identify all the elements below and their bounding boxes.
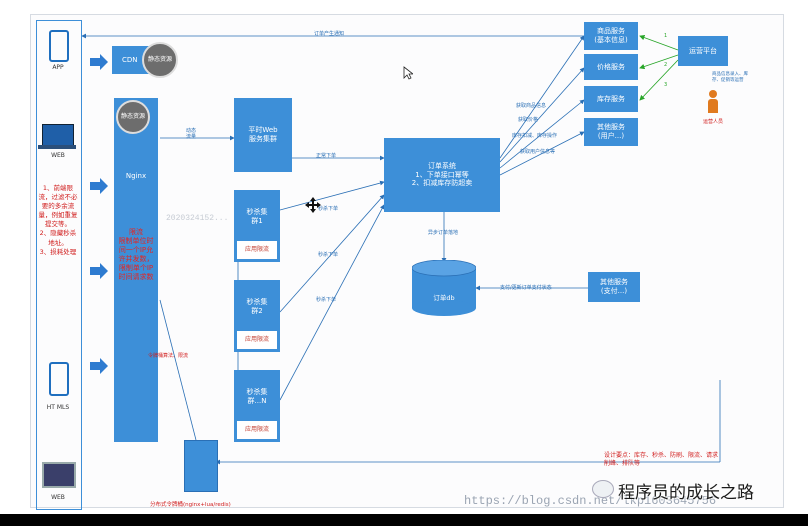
nginx-static-label: 静态资源 <box>121 113 146 121</box>
seckill-label-2: 秒杀集群2 <box>246 298 268 315</box>
arrow-head-icon <box>100 358 108 374</box>
service-other-user: 其他服务 (用户...) <box>584 118 638 146</box>
seckill-limit-n: 应用限流 <box>236 420 278 440</box>
order-system-title: 订单系统 <box>428 161 456 170</box>
nginx-static-circle: 静态资源 <box>116 100 150 134</box>
phone-icon-2 <box>49 362 69 396</box>
order-db-label: 订单db <box>433 294 455 302</box>
arrow-head-icon <box>100 178 108 194</box>
order-system-line1: 1、下单接口幂等 <box>415 170 469 179</box>
ops-note: 商品信息录入、库存、促销等运营 <box>712 72 748 83</box>
ops-platform-box: 运营平台 <box>678 36 728 66</box>
flow-label: 动态流量 <box>186 128 197 140</box>
client-notes: 1、前端限流，过滤不必要的多余流量，例如重复提交等。 2、隐藏秒杀地址。 3、损… <box>38 184 78 256</box>
nginx-box: Nginx <box>114 98 158 442</box>
client-web-label: WEB <box>51 152 65 159</box>
edge-label-seckill-2: 秒杀下单 <box>318 252 339 258</box>
service-goods: 商品服务 (基本信息) <box>584 22 638 50</box>
move-cursor-icon <box>305 197 321 213</box>
web-cluster-label: 平时Web服务集群 <box>248 126 278 143</box>
seckill-label-1: 秒杀集群1 <box>246 208 268 225</box>
person-icon <box>708 90 718 114</box>
ops-person-label: 运营人员 <box>703 119 724 125</box>
watermark-url: https://blog.csdn.net/lkp1603645756 <box>464 494 717 508</box>
edge-num-3: 3 <box>664 82 668 88</box>
service-stock: 库存服务 <box>584 86 638 112</box>
edge-label-async-order: 异步订单落地 <box>428 230 459 236</box>
mq-label: 分布式令牌桶(nginx+lua/redis) <box>150 502 231 508</box>
brand-logo-icon <box>592 480 614 498</box>
arrow-head-icon <box>100 263 108 279</box>
client-html-label: HT MLS <box>46 404 70 411</box>
web-cluster-box: 平时Web服务集群 <box>234 98 292 172</box>
client-app-label: APP <box>52 64 64 71</box>
cdn-label: CDN <box>122 55 138 64</box>
edge-label-seckill-3: 秒杀下单 <box>316 297 337 303</box>
bottom-note: 设计要点：库存、秒杀、防刷、限流、请求削峰、排队等 <box>604 452 719 468</box>
watermark-mid: 2020324152... <box>166 214 229 223</box>
arrow-right-icon <box>90 362 100 370</box>
laptop-base <box>38 145 76 149</box>
clients-panel <box>36 20 82 510</box>
cdn-static-circle: 静态资源 <box>142 42 178 78</box>
nginx-label: Nginx <box>125 172 147 180</box>
phone-icon <box>49 30 69 62</box>
laptop-icon <box>42 124 74 146</box>
edge-label-get-price: 获取价格 <box>518 117 539 123</box>
edge-num-2: 2 <box>664 62 668 68</box>
order-system-line2: 2、扣减库存防超卖 <box>411 179 473 188</box>
edge-num-1: 1 <box>664 33 668 39</box>
mq-box <box>184 440 218 492</box>
edge-label-get-user: 获取用户信息等 <box>520 149 556 155</box>
brand-label: 程序员的成长之路 <box>618 483 754 503</box>
arrow-right-icon <box>90 58 100 66</box>
arrow-head-icon <box>100 54 108 70</box>
nginx-note: 限流 限制单位时间一个IP允许并发数，限制单个IP时间请求数 <box>118 228 154 282</box>
edge-label-pay: 支付/更新订单支付状态 <box>500 285 552 291</box>
order-db-cylinder <box>412 260 476 316</box>
arrow-right-icon <box>90 267 100 275</box>
edge-label-get-goods: 获取商品信息 <box>516 103 547 109</box>
edge-label-top-sync: 订单产生通知 <box>314 31 345 37</box>
service-price: 价格服务 <box>584 54 638 80</box>
cdn-static-label: 静态资源 <box>147 56 172 64</box>
seckill-label-n: 秒杀集群...N <box>246 388 268 405</box>
client-web2-label: WEB <box>51 494 65 501</box>
monitor-icon <box>42 462 76 488</box>
bottom-bar <box>0 514 808 526</box>
edge-label-normal-order: 正常下单 <box>316 153 337 159</box>
edge-label-mq-algo: 令牌桶算法、限流 <box>148 353 189 359</box>
mouse-pointer-icon <box>403 66 413 80</box>
service-other-pay: 其他服务 (支付...) <box>588 272 640 302</box>
seckill-limit-2: 应用限流 <box>236 330 278 350</box>
edge-label-seckill-1: 秒杀下单 <box>318 206 339 212</box>
edge-label-stock-ops: 库存扣减、库存操作 <box>512 133 558 139</box>
seckill-limit-1: 应用限流 <box>236 240 278 260</box>
arrow-right-icon <box>90 182 100 190</box>
order-system-box: 订单系统 1、下单接口幂等 2、扣减库存防超卖 <box>384 138 500 212</box>
